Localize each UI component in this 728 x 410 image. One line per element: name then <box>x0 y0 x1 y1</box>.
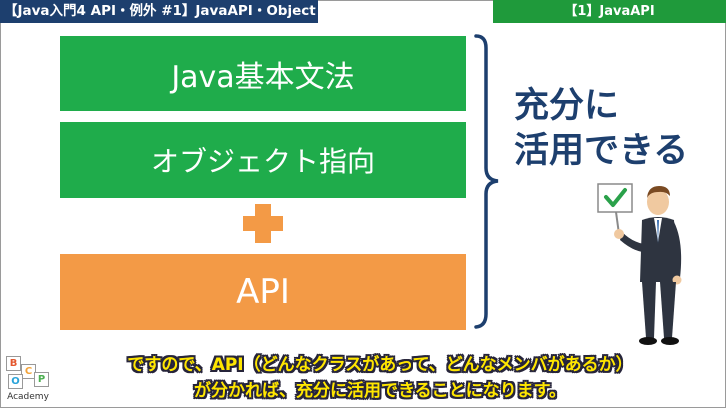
businessman-illustration <box>597 183 682 345</box>
logo-letter: C <box>21 364 36 379</box>
check-mark-icon <box>604 188 627 207</box>
api-label: API <box>236 272 290 312</box>
oop-box: オブジェクト指向 <box>60 122 466 198</box>
api-box: API <box>60 254 466 330</box>
bcop-academy-logo: B C O P Academy <box>4 354 52 408</box>
logo-letter: B <box>6 356 21 371</box>
oop-label: オブジェクト指向 <box>150 145 375 178</box>
conclusion-line2: 活用できる <box>514 131 689 171</box>
curly-brace-icon <box>474 34 499 329</box>
java-basics-box: Java基本文法 <box>60 36 466 111</box>
logo-letter: O <box>8 374 23 389</box>
subtitle-line2: が分かれば、充分に活用できることになります。 <box>194 381 566 401</box>
java-basics-label: Java基本文法 <box>171 59 355 95</box>
section-title: 【1】JavaAPI <box>493 0 726 23</box>
logo-text: Academy <box>7 392 49 402</box>
conclusion-line1: 充分に <box>514 86 620 126</box>
logo-letter: P <box>34 372 49 387</box>
subtitle-line1: ですので、API（どんなクラスがあって、どんなメンバがあるか） <box>127 355 633 375</box>
lesson-title: 【Java入門4 API・例外 #1】JavaAPI・Object <box>0 0 318 23</box>
